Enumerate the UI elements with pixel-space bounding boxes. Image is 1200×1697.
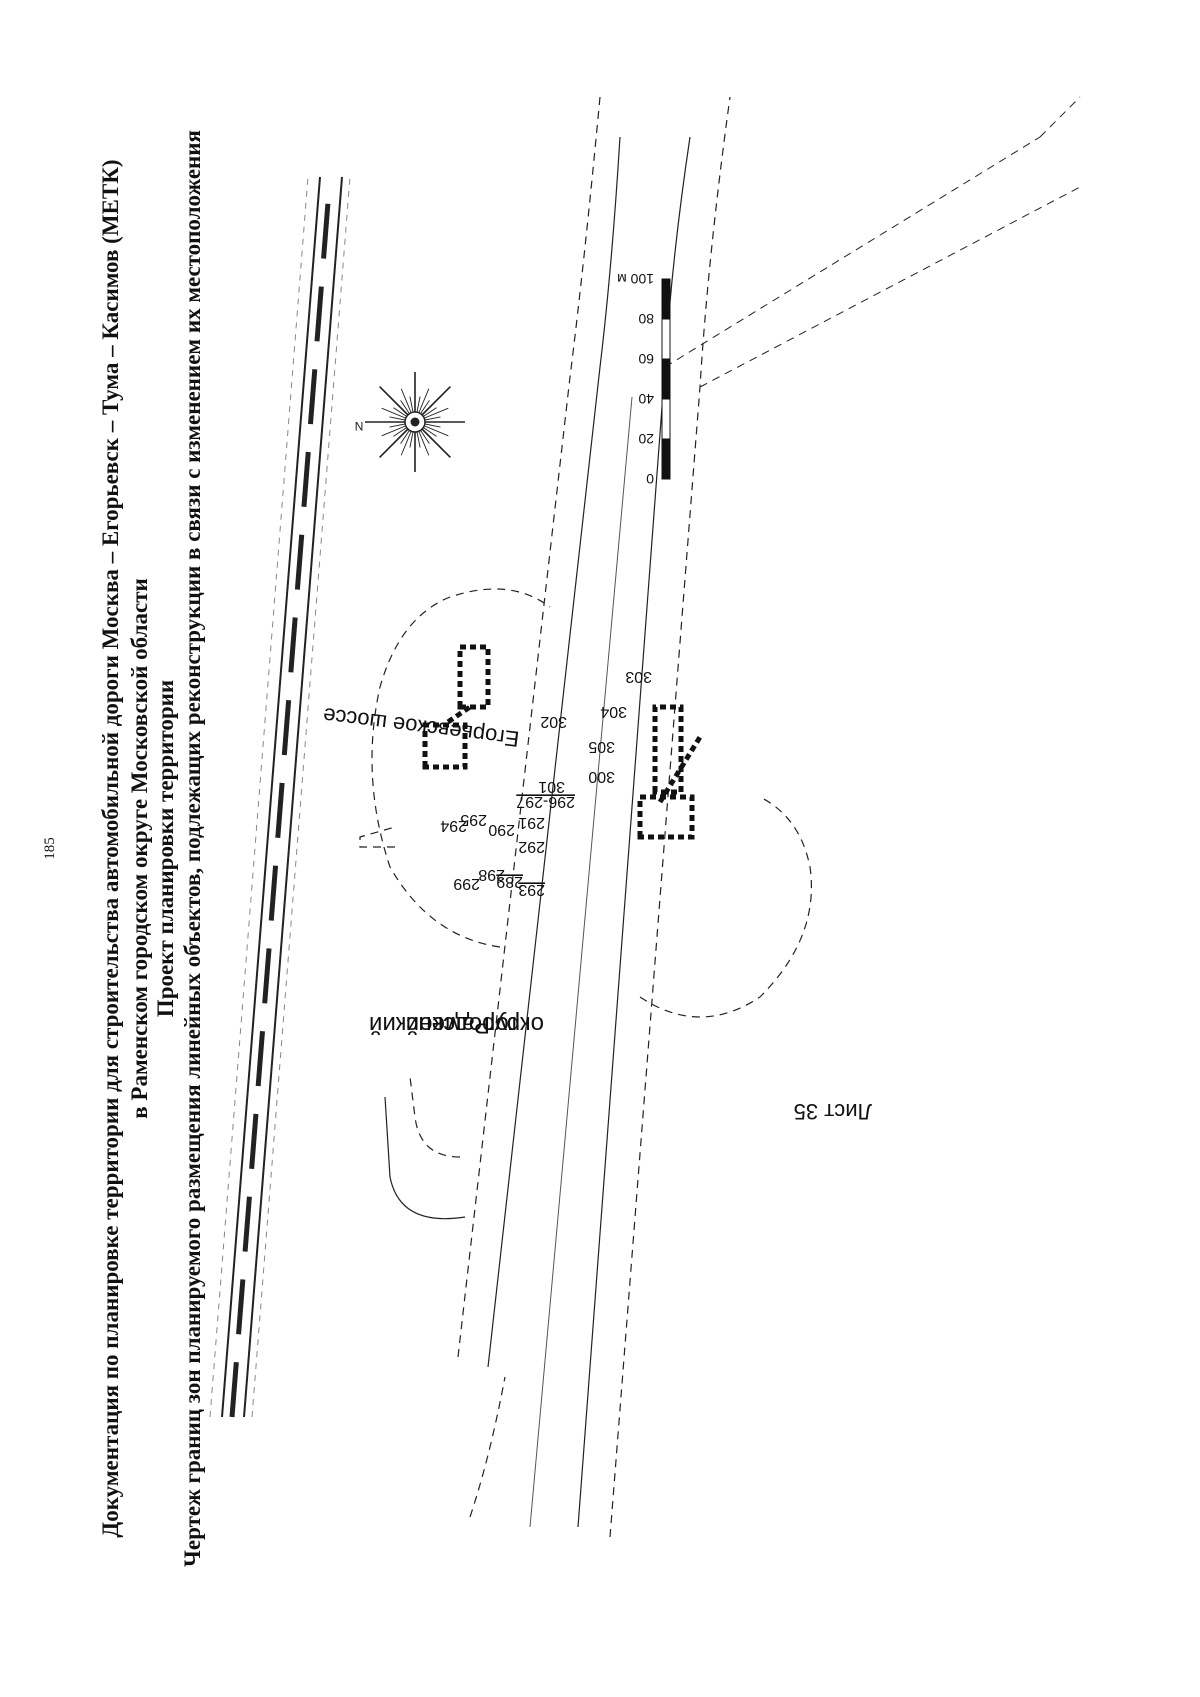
side-road <box>384 1076 506 1518</box>
label-305: 305 <box>588 738 615 755</box>
scale-tick-label: 20 <box>638 431 654 447</box>
label-303: 303 <box>625 668 652 685</box>
scale-segment <box>661 318 671 360</box>
district-label-line-1: Раменский <box>369 1011 490 1038</box>
scale-bar: 0 20 40 60 80 100 м <box>617 271 671 487</box>
scale-segment <box>661 278 671 320</box>
scale-segment <box>661 358 671 400</box>
north-icon: N <box>355 419 364 433</box>
scale-tick-label: 60 <box>638 351 654 367</box>
label-301: 301 <box>538 778 565 795</box>
scale-tick-label: 40 <box>638 391 654 407</box>
road-label: Егорьевское шоссе <box>322 703 521 752</box>
object-labels-south: 300 301 302 303 304 305 <box>538 668 652 795</box>
label-295: 295 <box>460 811 487 828</box>
object-labels-north: 289 290 291 292 293 294 295 296-297 298 … <box>440 793 575 898</box>
label-289: 289 <box>496 873 523 890</box>
label-304: 304 <box>600 703 627 720</box>
label-294: 294 <box>440 817 467 834</box>
label-302: 302 <box>540 713 567 730</box>
compass-rose: N <box>355 372 465 472</box>
egoryevskoye-highway <box>457 96 1081 1538</box>
label-293: 293 <box>518 881 545 898</box>
railway-line <box>209 176 351 1418</box>
label-292: 292 <box>518 838 545 855</box>
label-290: 290 <box>488 821 515 838</box>
scale-tick-label: 100 м <box>617 271 654 287</box>
roundabout-zone <box>359 588 813 1018</box>
object-hatch-south <box>637 704 703 840</box>
scale-tick-label: 0 <box>646 471 654 487</box>
district-label-line-2: городской <box>406 1011 517 1038</box>
district-label-line-3: округ <box>486 1011 544 1038</box>
object-hatch-north <box>422 644 491 770</box>
sheet-label: Лист 35 <box>794 1099 872 1124</box>
label-296-297: 296-297 <box>516 793 575 810</box>
scale-segment <box>661 438 671 480</box>
label-300: 300 <box>588 768 615 785</box>
label-298: 298 <box>478 866 505 883</box>
scale-segment <box>661 398 671 440</box>
label-291: 291 <box>518 814 545 831</box>
label-299: 299 <box>453 875 480 892</box>
district-label: Раменский городской округ <box>369 1011 544 1038</box>
scale-tick-label: 80 <box>638 311 654 327</box>
